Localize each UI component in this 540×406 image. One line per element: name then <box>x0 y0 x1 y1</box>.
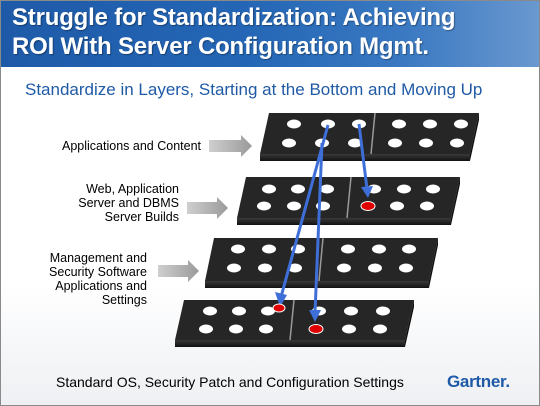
dots-layer-4 <box>199 306 390 334</box>
layer-block-4 <box>175 299 414 347</box>
dots-layer-3 <box>227 244 416 273</box>
title-line-1: Struggle for Standardization: Achieving <box>12 4 456 31</box>
layer-3-label-line-3: Applications and <box>55 279 147 293</box>
layer-2-label-line-1: Web, Application <box>86 182 179 196</box>
layer-3-label-line-2: Security Software <box>49 265 147 279</box>
red-dot-layer-4 <box>308 324 324 334</box>
layer-1-label-line-1: Applications and Content <box>62 139 201 153</box>
layer-label-1: Applications and Content <box>62 139 201 153</box>
layer-label-2: Web, Application Server and DBMS Server … <box>78 182 179 224</box>
brand-name: Gartner <box>447 372 506 391</box>
footer-caption: Standard OS, Security Patch and Configur… <box>56 374 404 390</box>
layer-block-2 <box>237 176 460 225</box>
pointer-arrow-layer-3 <box>158 260 199 282</box>
layer-3-label-line-1: Management and <box>49 251 147 265</box>
red-dot-layer-2 <box>360 201 376 211</box>
layer-2-label-line-3: Server Builds <box>104 210 179 224</box>
layer-2-label-line-2: Server and DBMS <box>78 196 179 210</box>
layer-block-3 <box>205 237 438 288</box>
brand-mark: . <box>505 372 510 391</box>
dependency-arrows <box>275 123 373 322</box>
blue-arrow-2 <box>309 142 324 322</box>
layer-label-3: Management and Security Software Applica… <box>49 251 147 307</box>
title-line-2: ROI With Server Configuration Mgmt. <box>12 33 429 60</box>
layer-3-label-line-4: Settings <box>101 293 147 307</box>
pointer-arrow-layer-1 <box>209 135 252 157</box>
brand-logo: Gartner. <box>447 372 510 392</box>
layer-block-1 <box>260 112 479 161</box>
red-dot-layer-3 <box>272 303 286 313</box>
pointer-arrow-layer-2 <box>187 197 228 219</box>
blue-arrow-3 <box>357 123 373 198</box>
subtitle: Standardize in Layers, Starting at the B… <box>25 80 483 99</box>
title-banner: Struggle for Standardization: Achieving … <box>1 1 539 67</box>
